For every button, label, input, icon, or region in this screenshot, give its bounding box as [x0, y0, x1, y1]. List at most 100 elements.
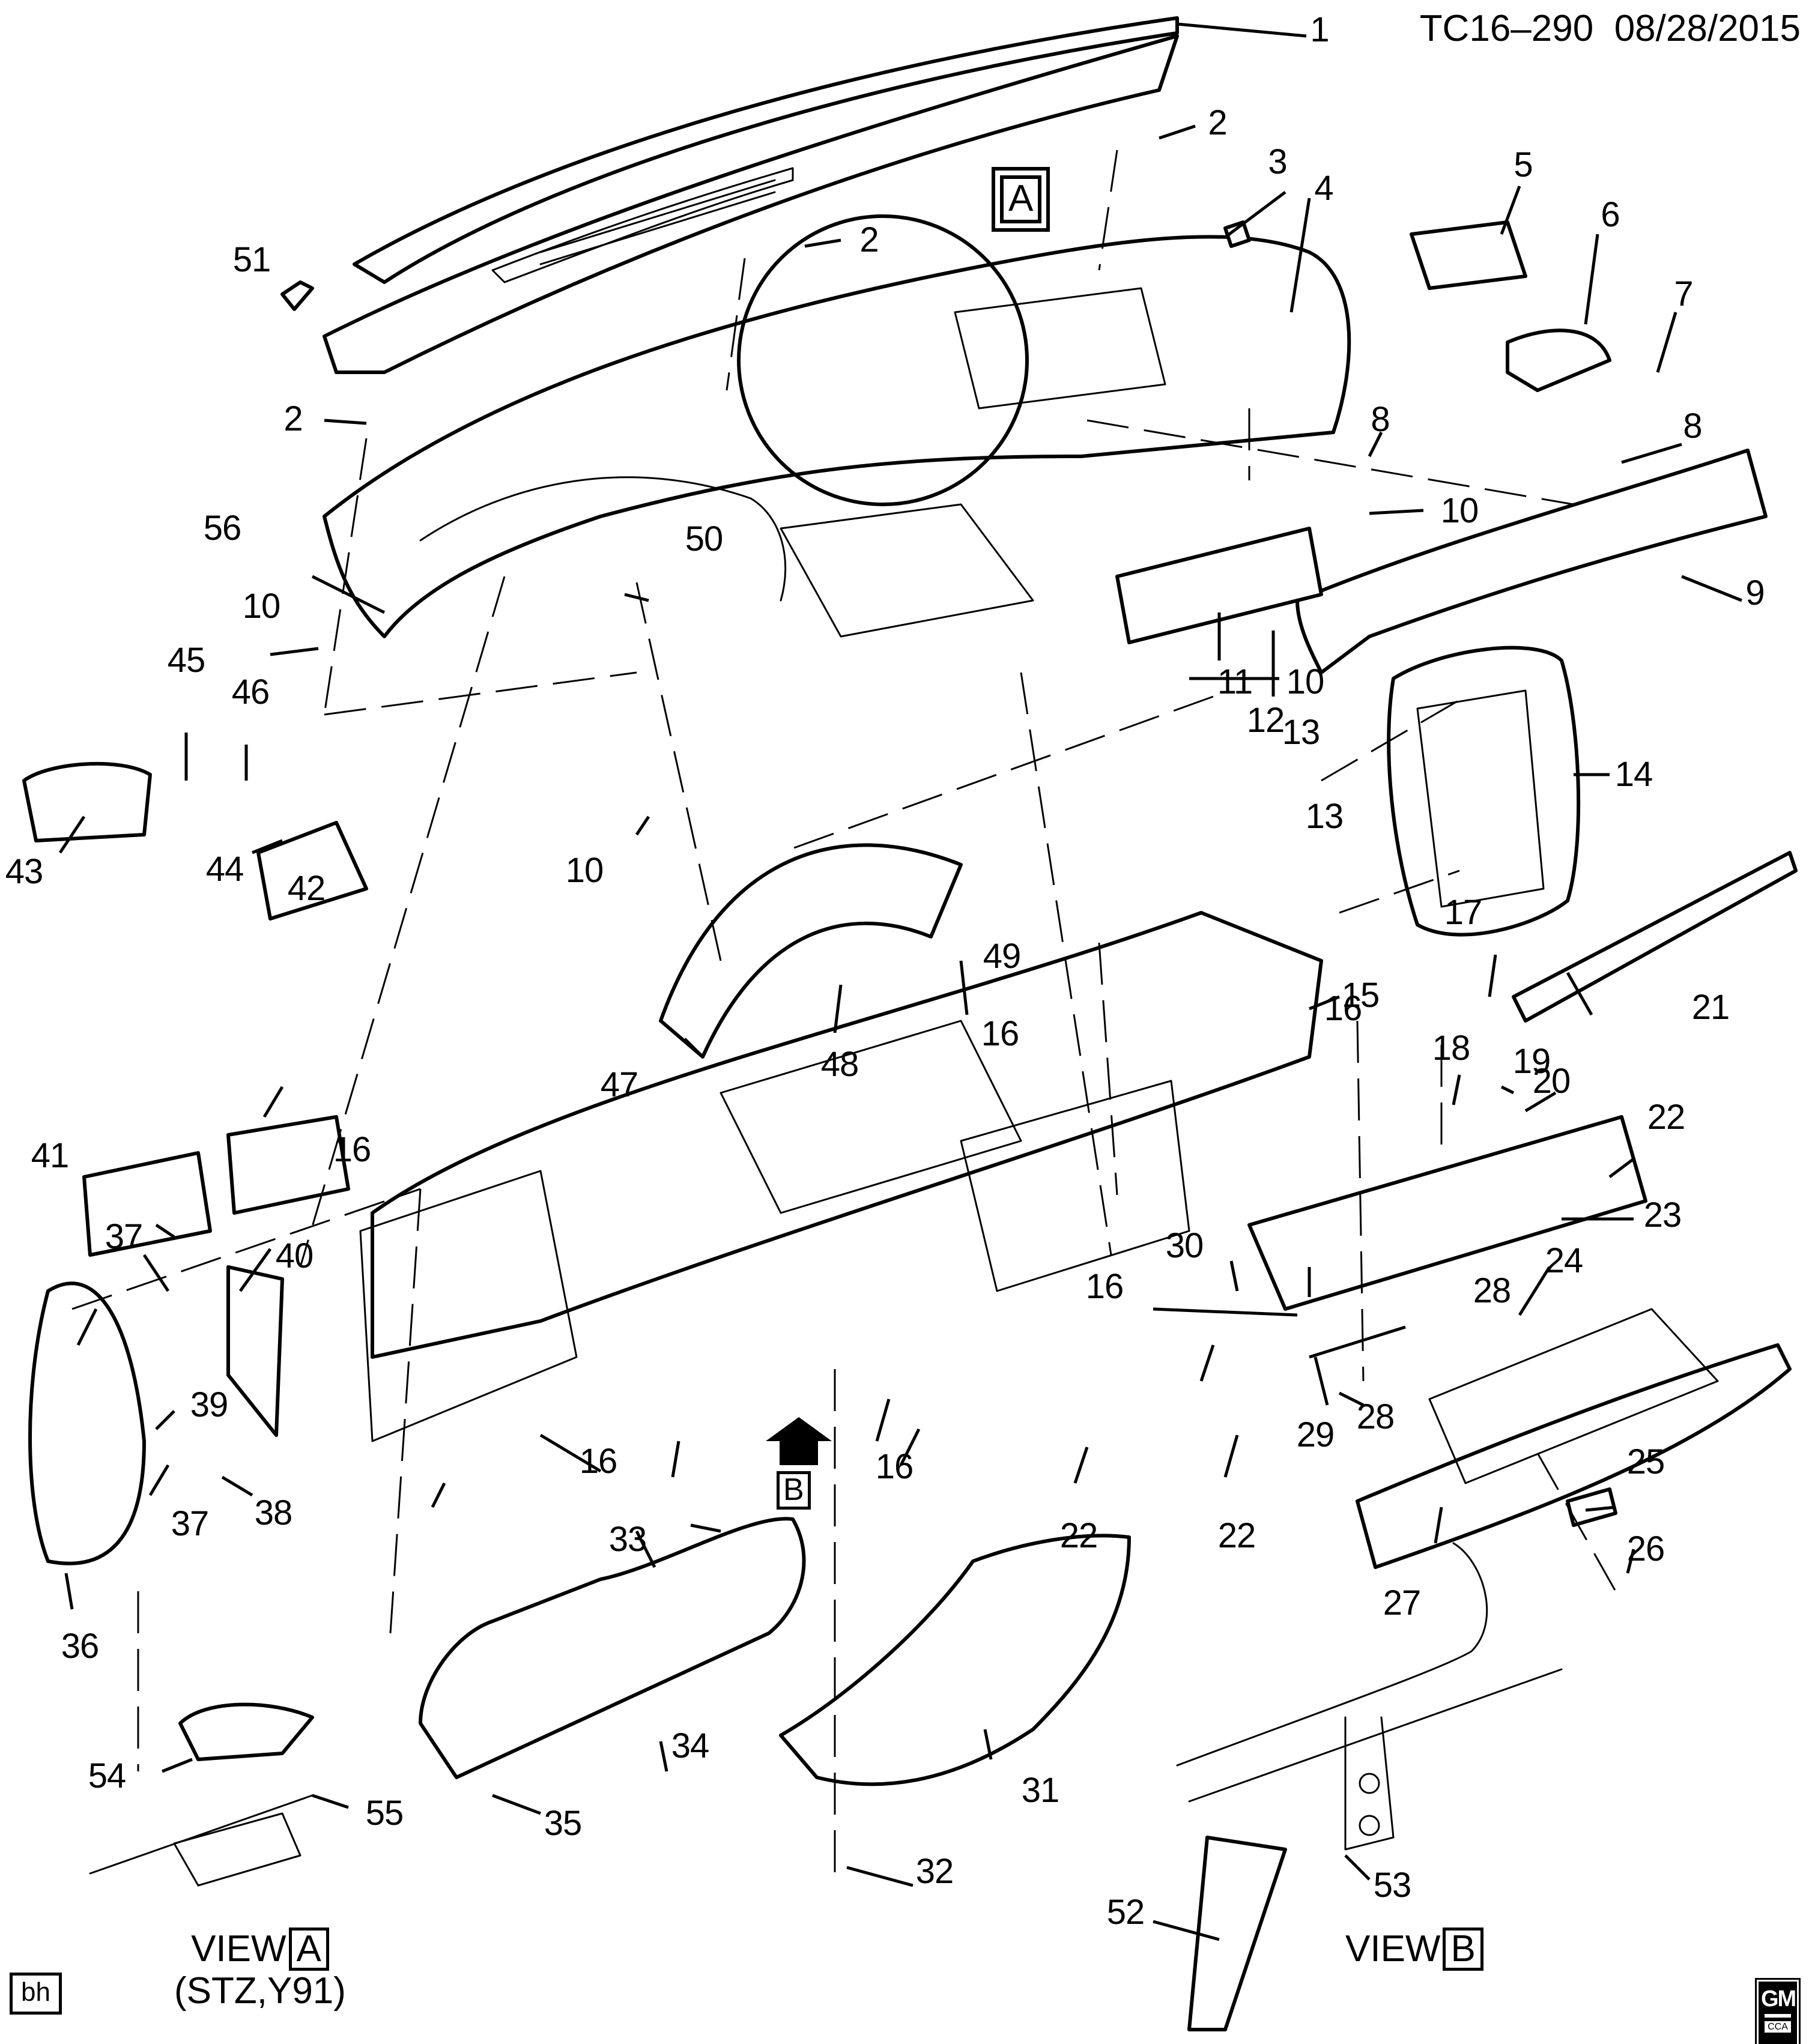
gm-logo-bar: [1765, 2014, 1791, 2018]
view-a-drawing: [89, 1794, 314, 1887]
callout-28: 28: [1356, 1397, 1395, 1436]
callout-39: 39: [190, 1385, 229, 1424]
drawing-date: 08/28/2015: [1614, 8, 1801, 49]
callout-10: 10: [565, 851, 604, 890]
callout-47: 47: [600, 1065, 639, 1104]
callout-12: 12: [1246, 701, 1285, 740]
callout-2: 2: [859, 220, 879, 259]
callout-31: 31: [1021, 1771, 1060, 1810]
callout-19: 19: [1512, 1042, 1551, 1081]
callout-16: 16: [1324, 989, 1363, 1028]
glove-box-latch-part: [1566, 1487, 1617, 1527]
view-a-reference-marker: A: [991, 167, 1050, 232]
callout-16: 16: [333, 1130, 372, 1169]
cluster-bezel-part: [659, 843, 963, 1059]
callout-34: 34: [671, 1726, 710, 1765]
right-vent-bezel-part: [1506, 328, 1611, 392]
view-a-marker-letter: A: [1008, 178, 1034, 219]
callout-11: 11: [1217, 662, 1253, 701]
callout-1: 1: [1310, 10, 1329, 49]
instrument-panel: [323, 235, 1351, 638]
trim-strip-part: [1512, 851, 1798, 1023]
callout-26: 26: [1626, 1529, 1665, 1568]
callout-53: 53: [1373, 1866, 1412, 1905]
support-bracket-part: [1247, 1115, 1647, 1311]
callout-24: 24: [1545, 1241, 1584, 1280]
callout-36: 36: [61, 1627, 100, 1666]
callout-10: 10: [1440, 491, 1479, 530]
callout-51: 51: [232, 240, 271, 279]
callout-43: 43: [5, 852, 44, 891]
callout-13: 13: [1282, 713, 1321, 752]
callout-49: 49: [983, 937, 1022, 976]
assembly-lines: [71, 150, 1617, 1885]
callout-10: 10: [1286, 662, 1325, 701]
callout-46: 46: [231, 673, 270, 712]
callout-6: 6: [1601, 195, 1620, 234]
leader-lines: [58, 22, 1742, 1941]
callout-16: 16: [875, 1447, 914, 1486]
trim-panel-part: [1187, 1836, 1287, 2031]
view-a-label: VIEW: [191, 1928, 286, 1970]
callout-37: 37: [171, 1504, 210, 1543]
callout-2: 2: [1208, 103, 1227, 142]
callout-16: 16: [579, 1442, 618, 1481]
left-vent-bezel-part: [256, 821, 368, 921]
center-bezel-frame: [1387, 646, 1581, 937]
callout-55: 55: [365, 1794, 404, 1833]
right-vent-part: [1410, 220, 1527, 290]
steering-column-cover-part: [779, 1534, 1131, 1786]
drawing-id: TC16–290: [1419, 8, 1594, 49]
view-a-cover-part: [178, 1702, 314, 1761]
callout-33: 33: [608, 1520, 647, 1559]
left-vent-part: [22, 761, 152, 842]
callout-20: 20: [1532, 1062, 1571, 1101]
callout-16: 16: [1085, 1267, 1124, 1306]
glove-box-part: [1356, 1343, 1792, 1569]
callout-7: 7: [1674, 274, 1693, 313]
clip-part: [1223, 220, 1251, 248]
callout-37: 37: [105, 1217, 144, 1256]
callout-25: 25: [1626, 1442, 1665, 1481]
view-b-drawing: [1176, 1542, 1563, 1851]
view-a-note: (STZ,Y91): [174, 1970, 346, 2012]
callout-35: 35: [544, 1804, 583, 1843]
callout-17: 17: [1444, 893, 1483, 932]
callout-27: 27: [1383, 1583, 1422, 1622]
callout-40: 40: [275, 1236, 314, 1275]
gm-logo-text: GM: [1761, 1986, 1796, 2012]
view-b-marker-letter: B: [783, 1472, 804, 1507]
corner-badge: bh: [10, 1973, 62, 2015]
end-cap-part: [280, 280, 314, 311]
callout-45: 45: [167, 641, 206, 680]
callout-3: 3: [1268, 142, 1287, 181]
callout-42: 42: [287, 869, 326, 908]
callout-52: 52: [1106, 1893, 1145, 1932]
callout-8: 8: [1683, 407, 1702, 446]
view-b-reference-marker: B: [777, 1471, 811, 1510]
center-air-vents-part: [1115, 527, 1323, 644]
headlamp-switch-part: [82, 1151, 212, 1257]
knee-bolster-part: [419, 1517, 806, 1779]
pad-part: [226, 1265, 284, 1437]
view-b-label: VIEW: [1345, 1928, 1441, 1970]
gm-logo-cca: CCA: [1765, 2021, 1791, 2033]
drawing-header: TC16–290 08/28/2015: [1420, 7, 1801, 50]
callout-56: 56: [203, 509, 242, 548]
callout-54: 54: [88, 1756, 127, 1795]
view-b-box: B: [1443, 1928, 1483, 1971]
callout-5: 5: [1514, 145, 1533, 184]
callout-13: 13: [1305, 797, 1344, 836]
callout-30: 30: [1165, 1226, 1204, 1265]
callout-38: 38: [254, 1493, 293, 1532]
switch-panel-part: [226, 1115, 350, 1215]
callout-15: 15: [1341, 976, 1380, 1015]
callout-22: 22: [1059, 1516, 1098, 1555]
callout-4: 4: [1314, 169, 1333, 208]
callout-29: 29: [1296, 1415, 1335, 1454]
callout-50: 50: [685, 519, 724, 558]
callout-8: 8: [1371, 400, 1390, 439]
callout-41: 41: [31, 1136, 70, 1175]
